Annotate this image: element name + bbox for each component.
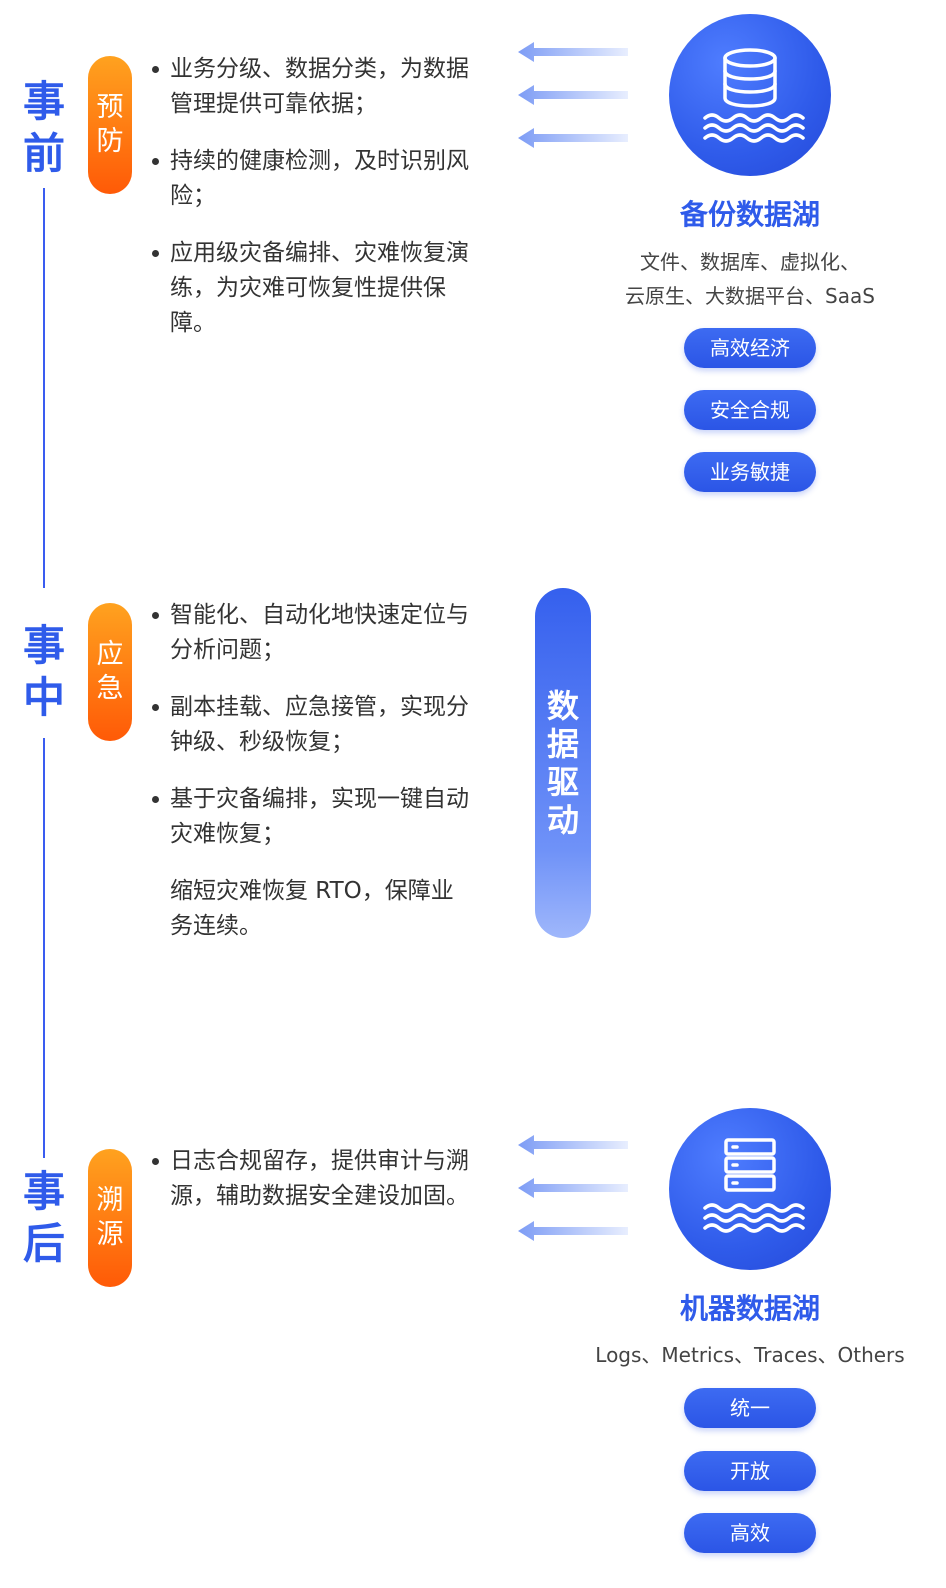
backup-lake-title: 备份数据湖 [679, 198, 820, 231]
machine-lake-circle [669, 1108, 831, 1270]
list-item: 日志合规留存，提供审计与溯源，辅助数据安全建设加固。 [150, 1144, 470, 1214]
bullet-list-during: 智能化、自动化地快速定位与分析问题； 副本挂载、应急接管，实现分钟级、秒级恢复；… [150, 598, 470, 966]
backup-lake-desc-line: 云原生、大数据平台、SaaS [625, 284, 875, 308]
list-item: 副本挂载、应急接管，实现分钟级、秒级恢复； [150, 690, 470, 760]
stage-title-during: 事 中 [22, 621, 65, 722]
list-item-extra: 缩短灾难恢复 RTO，保障业务连续。 [170, 878, 454, 939]
tag-cost-effective: 高效经济 [684, 328, 816, 368]
stage-pill-prevent: 预 防 [88, 56, 132, 194]
machine-lake-desc-line: Logs、Metrics、Traces、Others [595, 1343, 905, 1367]
stage-title-before: 事 前 [22, 77, 65, 178]
list-item: 业务分级、数据分类，为数据管理提供可靠依据； [150, 52, 470, 122]
list-item: 应用级灾备编排、灾难恢复演练，为灾难可恢复性提供保障。 [150, 236, 470, 341]
list-item: 基于灾备编排，实现一键自动灾难恢复； [150, 782, 470, 852]
timeline-line-1 [43, 188, 45, 588]
stage-pill-trace: 溯 源 [88, 1149, 132, 1287]
left-arrow-icon [518, 85, 628, 105]
list-item: 持续的健康检测，及时识别风险； [150, 144, 470, 214]
left-arrow-icon [518, 42, 628, 62]
machine-lake-title: 机器数据湖 [679, 1292, 820, 1325]
tag-business-agile: 业务敏捷 [684, 452, 816, 492]
left-arrow-icon [518, 1178, 628, 1198]
left-arrow-icon [518, 1221, 628, 1241]
bullet-list-before: 业务分级、数据分类，为数据管理提供可靠依据； 持续的健康检测，及时识别风险； 应… [150, 52, 470, 363]
tag-unified: 统一 [684, 1388, 816, 1428]
bullet-list-after: 日志合规留存，提供审计与溯源，辅助数据安全建设加固。 [150, 1144, 470, 1236]
list-item: 智能化、自动化地快速定位与分析问题； [150, 598, 470, 668]
stage-title-after: 事 后 [22, 1167, 65, 1268]
backup-lake-desc-line: 文件、数据库、虚拟化、 [640, 250, 860, 274]
data-driven-bar: 数 据 驱 动 [535, 588, 591, 938]
stage-pill-emergency: 应 急 [88, 603, 132, 741]
backup-lake-circle [669, 14, 831, 176]
left-arrow-icon [518, 1135, 628, 1155]
tag-efficient: 高效 [684, 1513, 816, 1553]
database-icon [703, 48, 805, 143]
timeline-line-2 [43, 738, 45, 1158]
left-arrow-icon [518, 128, 628, 148]
tag-secure-compliant: 安全合规 [684, 390, 816, 430]
server-icon [703, 1138, 805, 1233]
tag-open: 开放 [684, 1451, 816, 1491]
